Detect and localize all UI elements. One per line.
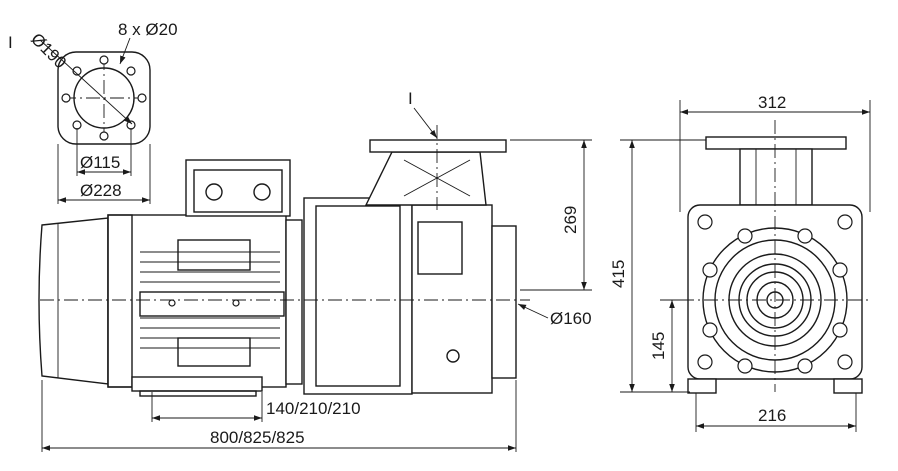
motor-fan-cover <box>38 217 109 385</box>
end-flange-bolts <box>702 228 848 374</box>
cable-gland-icon <box>253 183 271 201</box>
flange-diameter-outer: Ø190 <box>27 29 70 72</box>
end-foot-left <box>687 378 717 394</box>
flange-diameter-total: Ø228 <box>80 181 122 200</box>
flange-view: I Ø190 8 x Ø20 Ø115 Ø228 <box>8 20 178 204</box>
pump-casing <box>303 197 413 395</box>
end-foot-width-dim: 216 <box>758 406 786 425</box>
discharge-neck <box>364 151 487 206</box>
flange-diameter-inner: Ø115 <box>80 153 120 172</box>
drain-plug-icon <box>446 349 460 363</box>
suction-nozzle <box>491 225 517 379</box>
section-mark: I <box>408 89 413 108</box>
discharge-flange <box>369 139 507 153</box>
motor-body <box>107 214 287 388</box>
side-view: I 269 Ø160 140/210/210 800/825/825 <box>38 89 592 452</box>
motor-flange <box>285 219 303 385</box>
end-foot-right <box>833 378 863 394</box>
cable-gland-icon <box>205 183 223 201</box>
terminal-box <box>185 159 291 217</box>
flange-holes-label: 8 x Ø20 <box>118 20 178 39</box>
foot-spacing-dim: 140/210/210 <box>266 399 361 418</box>
motor-cooling-fins <box>140 251 280 349</box>
outlet-height-dim: 269 <box>561 206 580 234</box>
pump-strainer-housing <box>411 204 493 394</box>
flange-plate <box>57 51 151 145</box>
end-total-height-dim: 415 <box>609 260 628 288</box>
overall-length-dim: 800/825/825 <box>210 428 305 447</box>
outlet-diameter-label: Ø160 <box>550 309 592 328</box>
end-top-width-dim: 312 <box>758 93 786 112</box>
motor-foot <box>131 376 263 392</box>
end-axis-height-dim: 145 <box>649 332 668 360</box>
end-view: 312 415 145 216 <box>609 93 871 432</box>
end-discharge-flange <box>705 136 847 150</box>
flange-view-mark: I <box>8 33 13 52</box>
